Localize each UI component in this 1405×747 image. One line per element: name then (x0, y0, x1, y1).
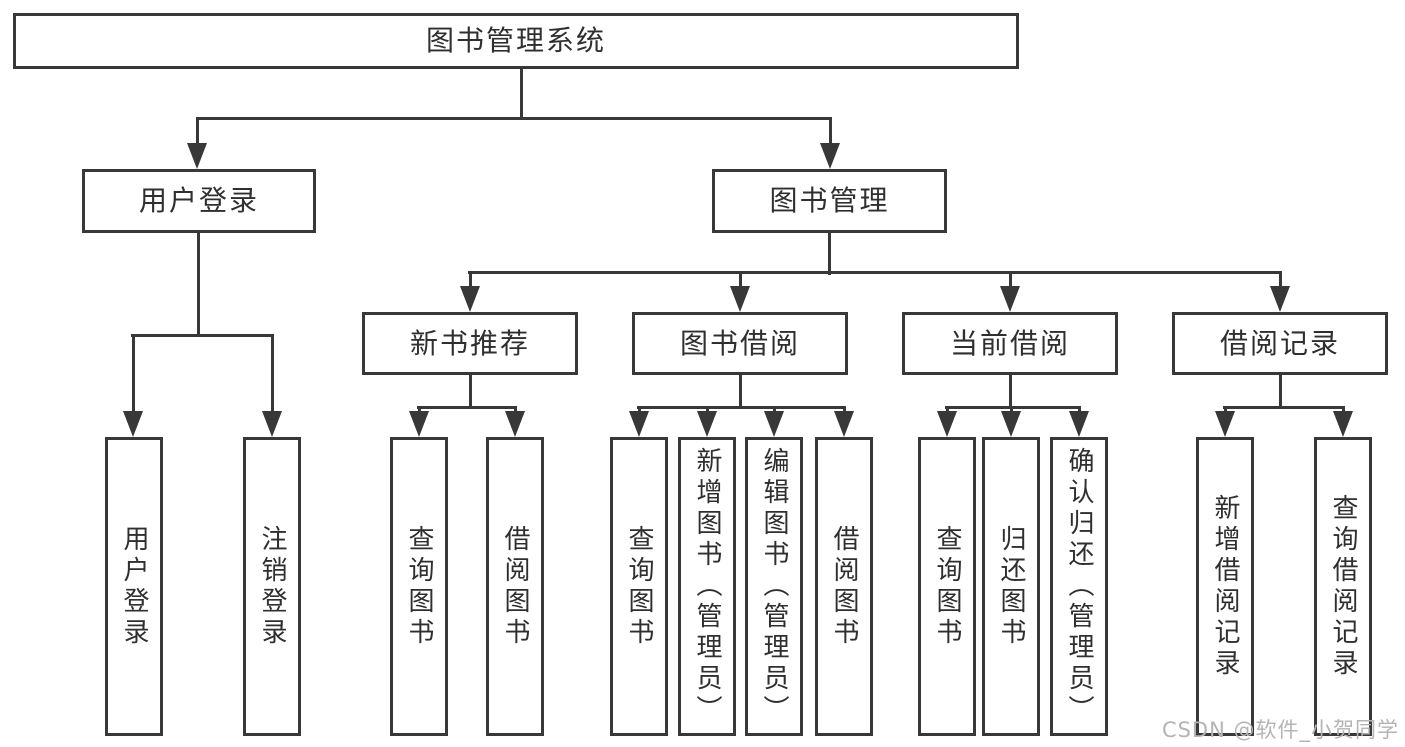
connector-vline (197, 233, 200, 337)
node-label: 借阅记录 (1219, 326, 1340, 360)
leaf-label: 新增图书（管理员） (692, 447, 722, 726)
connector-arrow-stub (739, 274, 742, 290)
arrow-down-icon (1215, 411, 1235, 437)
connector-hline (637, 406, 846, 409)
node-book-borrowing: 图书借阅 (632, 312, 848, 375)
arrow-down-icon (1069, 411, 1089, 437)
node-book-management: 图书管理 (712, 169, 947, 233)
node-label: 图书借阅 (679, 326, 800, 360)
leaf-label: 用户登录 (119, 524, 149, 649)
leaf-label: 确认归还（管理员） (1064, 447, 1094, 726)
arrow-down-icon (1000, 286, 1020, 312)
arrow-down-icon (697, 411, 717, 437)
arrow-down-icon (1270, 286, 1290, 312)
leaf-query-books-recommend: 查询图书 (390, 437, 448, 736)
node-label: 图书管理 (769, 184, 890, 217)
connector-arrow-stub (196, 119, 199, 147)
node-label: 新书推荐 (409, 326, 530, 360)
node-label: 用户登录 (138, 184, 259, 217)
connector-hline (945, 406, 1081, 409)
arrow-down-icon (409, 411, 429, 437)
connector-arrow-stub (469, 274, 472, 290)
arrow-down-icon (764, 411, 784, 437)
leaf-label: 查询借阅记录 (1328, 493, 1358, 680)
leaf-borrow-books-borrowing: 借阅图书 (815, 437, 873, 736)
connector-vline (1009, 375, 1012, 409)
leaf-query-books-current: 查询图书 (918, 437, 976, 736)
connector-hline (468, 271, 1282, 274)
arrow-down-icon (1333, 411, 1353, 437)
connector-arrow-stub (1279, 274, 1282, 290)
connector-arrow-stub (1009, 274, 1012, 290)
connector-hline (417, 406, 517, 409)
node-label: 当前借阅 (949, 326, 1070, 360)
leaf-query-borrow-record: 查询借阅记录 (1314, 437, 1372, 736)
arrow-down-icon (730, 286, 750, 312)
arrow-down-icon (834, 411, 854, 437)
connector-arrow-stub (132, 336, 135, 415)
leaf-logout-login: 注销登录 (243, 437, 301, 736)
connector-hline (196, 117, 832, 120)
connector-arrow-stub (829, 119, 832, 147)
node-library-management-system: 图书管理系统 (13, 13, 1019, 69)
node-current-borrowing: 当前借阅 (902, 312, 1118, 375)
arrow-down-icon (629, 411, 649, 437)
leaf-label: 注销登录 (257, 524, 287, 649)
leaf-label: 查询图书 (404, 524, 434, 649)
arrow-down-icon (505, 411, 525, 437)
connector-vline (1279, 375, 1282, 409)
arrow-down-icon (187, 143, 207, 169)
connector-hline (131, 334, 274, 337)
leaf-edit-book-admin: 编辑图书（管理员） (745, 437, 803, 736)
leaf-query-books-borrowing: 查询图书 (610, 437, 668, 736)
node-borrowing-records: 借阅记录 (1172, 312, 1388, 375)
leaf-label: 编辑图书（管理员） (759, 447, 789, 726)
arrow-down-icon (123, 411, 143, 437)
arrow-down-icon (460, 286, 480, 312)
leaf-label: 查询图书 (932, 524, 962, 649)
arrow-down-icon (820, 143, 840, 169)
arrow-down-icon (937, 411, 957, 437)
leaf-return-books: 归还图书 (982, 437, 1040, 736)
leaf-add-book-admin: 新增图书（管理员） (678, 437, 736, 736)
connector-vline (739, 375, 742, 409)
connector-arrow-stub (271, 336, 274, 415)
watermark-text: CSDN @软件_小贺同学 (1161, 718, 1399, 742)
arrow-down-icon (1001, 411, 1021, 437)
connector-hline (1223, 406, 1345, 409)
leaf-label: 借阅图书 (829, 524, 859, 649)
leaf-label: 查询图书 (624, 524, 654, 649)
leaf-label: 借阅图书 (500, 524, 530, 649)
arrow-down-icon (262, 411, 282, 437)
node-new-book-recommendation: 新书推荐 (362, 312, 578, 375)
leaf-label: 新增借阅记录 (1210, 493, 1240, 680)
node-user-login: 用户登录 (82, 169, 316, 233)
leaf-label: 归还图书 (996, 524, 1026, 649)
node-label: 图书管理系统 (425, 24, 606, 57)
connector-vline (520, 68, 523, 120)
leaf-confirm-return-admin: 确认归还（管理员） (1050, 437, 1108, 736)
connector-vline (828, 233, 831, 275)
leaf-user-login: 用户登录 (105, 437, 163, 736)
leaf-add-borrow-record: 新增借阅记录 (1196, 437, 1254, 736)
leaf-borrow-books-recommend: 借阅图书 (486, 437, 544, 736)
connector-vline (469, 375, 472, 409)
